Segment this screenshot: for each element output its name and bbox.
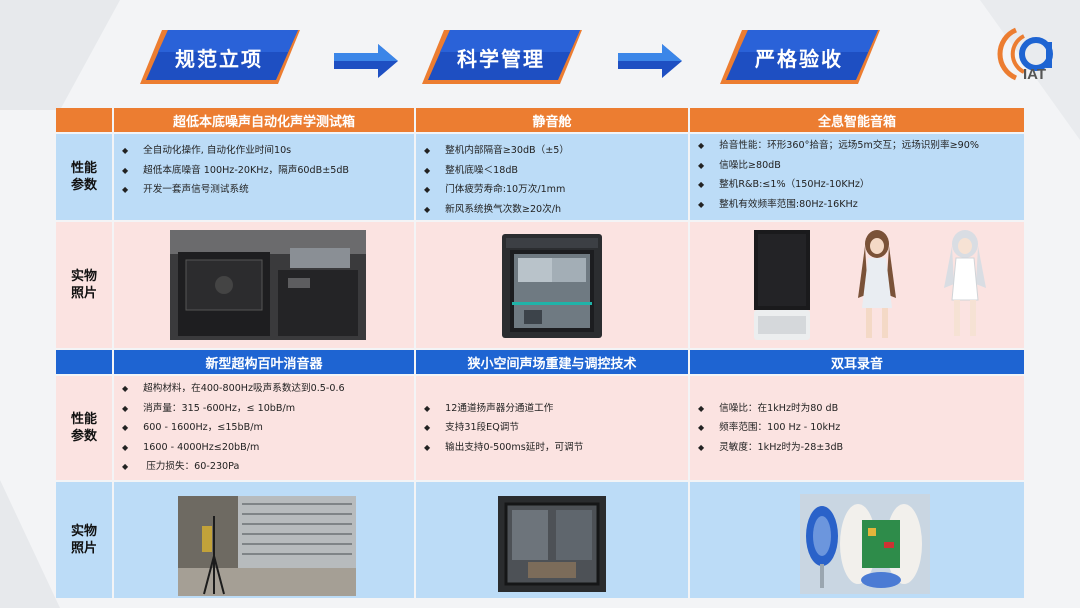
list-item: 信噪比≥80dB <box>698 156 1024 176</box>
stage-label: 规范立项 <box>175 46 263 71</box>
table-row: 实物 照片 <box>56 222 1024 348</box>
row-label: 性能 参数 <box>56 134 112 220</box>
list-item: 整机R&B:≤1%（150Hz-10KHz） <box>698 175 1024 195</box>
list-item: 整机底噪＜18dB <box>424 161 688 181</box>
list-item: 支持31段EQ调节 <box>424 418 688 438</box>
row-label: 性能 参数 <box>56 376 112 480</box>
list-item: 信噪比：在1kHz时为80 dB <box>698 399 1024 419</box>
params-list: 超构材料，在400-800Hz吸声系数达到0.5-0.6 消声量：315 -60… <box>114 376 414 477</box>
photo-cell <box>416 482 688 598</box>
list-item: 拾音性能：环形360°拾音；远场5m交互；远场识别率≥90% <box>698 136 1024 156</box>
acoustic-test-box-photo <box>170 230 366 340</box>
table-row: 性能 参数 超构材料，在400-800Hz吸声系数达到0.5-0.6 消声量：3… <box>56 376 1024 480</box>
photo-cell <box>690 482 1024 598</box>
row-label: 实物 照片 <box>56 222 112 348</box>
stage-banner-3: 严格验收 <box>718 28 880 86</box>
list-item: 开发一套声信号测试系统 <box>122 180 414 200</box>
params-list: 12通道扬声器分通道工作 支持31段EQ调节 输出支持0-500ms延时，可调节 <box>416 376 688 480</box>
list-item: 整机内部隔音≥30dB（±5） <box>424 141 688 161</box>
photo-cell <box>416 222 688 348</box>
params-list: 信噪比：在1kHz时为80 dB 频率范围：100 Hz - 10kHz 灵敏度… <box>690 376 1024 480</box>
list-item: 压力损失：60-230Pa <box>122 457 414 477</box>
stage-parallelogram <box>720 30 880 84</box>
smart-speaker-photo <box>754 230 810 340</box>
stage-banner-2: 科学管理 <box>420 28 582 86</box>
iat-logo-icon <box>997 27 1053 81</box>
params-list: 全自动化操作, 自动化作业时间10s 超低本底噪音 100Hz-20KHz，隔声… <box>114 134 414 200</box>
list-item: 超构材料，在400-800Hz吸声系数达到0.5-0.6 <box>122 379 414 399</box>
table-header-row: 超低本底噪声自动化声学测试箱 静音舱 全息智能音箱 <box>56 108 1024 132</box>
params-cell: 信噪比：在1kHz时为80 dB 频率范围：100 Hz - 10kHz 灵敏度… <box>690 376 1024 480</box>
hologram-character-photo <box>944 230 986 336</box>
table-row: 实物 照片 <box>56 482 1024 598</box>
list-item: 频率范围：100 Hz - 10kHz <box>698 418 1024 438</box>
params-cell: 超构材料，在400-800Hz吸声系数达到0.5-0.6 消声量：315 -60… <box>114 376 414 480</box>
stage-parallelogram <box>422 30 582 84</box>
small-space-room-photo <box>498 496 606 592</box>
list-item: 整机有效频率范围:80Hz-16KHz <box>698 195 1024 215</box>
params-list: 整机内部隔音≥30dB（±5） 整机底噪＜18dB 门体疲劳寿命:10万次/1m… <box>416 134 688 219</box>
table-row: 性能 参数 全自动化操作, 自动化作业时间10s 超低本底噪音 100Hz-20… <box>56 134 1024 220</box>
header-corner <box>56 350 112 374</box>
header-corner <box>56 108 112 132</box>
list-item: 门体疲劳寿命:10万次/1mm <box>424 180 688 200</box>
column-header: 静音舱 <box>416 108 688 132</box>
column-header: 全息智能音箱 <box>690 108 1024 132</box>
column-header: 双耳录音 <box>690 350 1024 374</box>
column-header: 新型超构百叶消音器 <box>114 350 414 374</box>
params-list: 拾音性能：环形360°拾音；远场5m交互；远场识别率≥90% 信噪比≥80dB … <box>690 134 1024 214</box>
column-header: 狭小空间声场重建与调控技术 <box>416 350 688 374</box>
silent-cabin-photo <box>502 234 602 338</box>
list-item: 600 - 1600Hz，≤15bB/m <box>122 418 414 438</box>
list-item: 12通道扬声器分通道工作 <box>424 399 688 419</box>
stage-parallelogram <box>140 30 300 84</box>
list-item: 灵敏度：1kHz时为-28±3dB <box>698 438 1024 458</box>
list-item: 输出支持0-500ms延时，可调节 <box>424 438 688 458</box>
table-header-row: 新型超构百叶消音器 狭小空间声场重建与调控技术 双耳录音 <box>56 350 1024 374</box>
hologram-character-photo <box>858 230 896 338</box>
louver-silencer-photo <box>178 496 356 596</box>
column-header: 超低本底噪声自动化声学测试箱 <box>114 108 414 132</box>
list-item: 消声量：315 -600Hz，≤ 10bB/m <box>122 399 414 419</box>
stage-label: 严格验收 <box>755 46 843 71</box>
logo-text: IAT <box>1023 66 1047 83</box>
list-item: 全自动化操作, 自动化作业时间10s <box>122 141 414 161</box>
params-cell: 整机内部隔音≥30dB（±5） 整机底噪＜18dB 门体疲劳寿命:10万次/1m… <box>416 134 688 220</box>
photo-cell <box>114 482 414 598</box>
params-cell: 12通道扬声器分通道工作 支持31段EQ调节 输出支持0-500ms延时，可调节 <box>416 376 688 480</box>
list-item: 1600 - 4000Hz≤20bB/m <box>122 438 414 458</box>
params-cell: 拾音性能：环形360°拾音；远场5m交互；远场识别率≥90% 信噪比≥80dB … <box>690 134 1024 220</box>
right-arrow-icon <box>334 44 398 78</box>
photo-cell <box>690 222 1024 348</box>
list-item: 超低本底噪音 100Hz-20KHz，隔声60dB±5dB <box>122 161 414 181</box>
stage-label: 科学管理 <box>457 46 545 71</box>
photo-cell <box>114 222 414 348</box>
list-item: 新风系统换气次数≥20次/h <box>424 200 688 220</box>
row-label: 实物 照片 <box>56 482 112 598</box>
right-arrow-icon <box>618 44 682 78</box>
stage-banner-1: 规范立项 <box>138 28 300 86</box>
binaural-recorder-photo <box>800 494 930 594</box>
params-cell: 全自动化操作, 自动化作业时间10s 超低本底噪音 100Hz-20KHz，隔声… <box>114 134 414 220</box>
